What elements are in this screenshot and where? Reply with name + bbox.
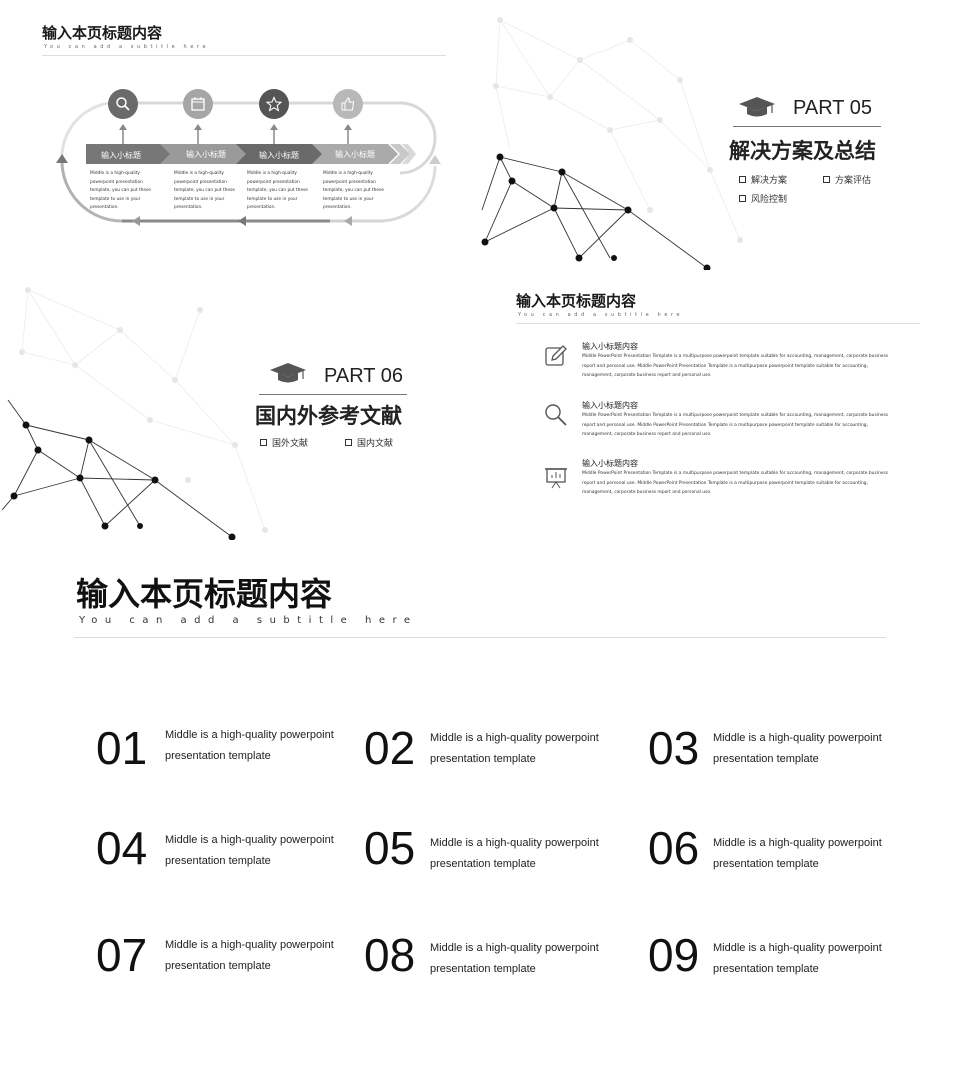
graduation-cap-icon (738, 96, 776, 122)
item-number: 05 (364, 822, 416, 874)
item-2-text: Middle PowerPoint Presentation Template … (582, 413, 889, 437)
item-text: Middle is a high-quality powerpoint pres… (165, 939, 334, 972)
search-icon (544, 403, 568, 431)
part-title: 解决方案及总结 (729, 139, 876, 163)
item-number: 08 (364, 929, 416, 981)
item-domestic-literature: 国内文献 (345, 436, 393, 449)
search-icon (108, 89, 138, 119)
slide-part-05: PART 05 解决方案及总结 解决方案 方案评估 风险控制 (480, 0, 960, 270)
part-number: PART 06 (324, 365, 403, 387)
checkbox-icon (345, 439, 352, 446)
item-text: Middle is a high-quality powerpoint pres… (430, 942, 599, 975)
step-4-text: Middle is a high-quality powerpoint pres… (323, 171, 384, 210)
checkbox-icon (823, 176, 830, 183)
title-divider (74, 637, 886, 638)
checkbox-icon (739, 176, 746, 183)
network-background (481, 17, 743, 270)
graduation-cap-icon (269, 362, 307, 388)
step-3-text: Middle is a high-quality powerpoint pres… (247, 171, 308, 210)
part-title: 国内外参考文献 (255, 404, 402, 428)
thumbs-up-icon (333, 89, 363, 119)
item-text: Middle is a high-quality powerpoint pres… (165, 729, 334, 762)
page-subtitle: You can add a subtitle here (518, 312, 684, 318)
calendar-icon (183, 89, 213, 119)
item-2-title: 输入小标题内容 (582, 401, 638, 410)
item-number: 06 (648, 822, 700, 874)
item-number: 01 (96, 722, 148, 774)
item-3-title: 输入小标题内容 (582, 459, 638, 468)
item-text: Middle is a high-quality powerpoint pres… (430, 732, 599, 765)
pencil-icon (544, 344, 568, 372)
star-icon (259, 89, 289, 119)
title-divider (516, 323, 920, 324)
item-1-title: 输入小标题内容 (582, 342, 638, 351)
checkbox-icon (260, 439, 267, 446)
item-number: 04 (96, 822, 148, 874)
item-number: 02 (364, 722, 416, 774)
step-2-label: 输入小标题 (186, 150, 226, 159)
item-text: Middle is a high-quality powerpoint pres… (430, 837, 599, 870)
page-title: 输入本页标题内容 (42, 24, 163, 42)
item-1-text: Middle PowerPoint Presentation Template … (582, 354, 889, 378)
item-number: 07 (96, 929, 148, 981)
part-number: PART 05 (793, 97, 872, 119)
step-4-label: 输入小标题 (335, 150, 375, 159)
slide-flow-process: 输入本页标题内容 You can add a subtitle here (0, 0, 480, 270)
part-divider (733, 126, 881, 127)
presentation-board-icon (544, 466, 568, 494)
item-risk-control: 风险控制 (739, 192, 787, 205)
slide-numbered-grid: 输入本页标题内容 You can add a subtitle here 01 … (0, 540, 960, 1084)
item-text: Middle is a high-quality powerpoint pres… (713, 837, 882, 870)
step-3-label: 输入小标题 (259, 151, 299, 160)
slide-part-06: PART 06 国内外参考文献 国外文献 国内文献 (0, 270, 480, 540)
item-evaluation: 方案评估 (823, 173, 871, 186)
part-divider (259, 394, 407, 395)
title-divider (42, 55, 446, 56)
item-text: Middle is a high-quality powerpoint pres… (165, 834, 334, 867)
step-2-text: Middle is a high-quality powerpoint pres… (174, 171, 235, 210)
item-number: 09 (648, 929, 700, 981)
item-text: Middle is a high-quality powerpoint pres… (713, 942, 882, 975)
step-1-text: Middle is a high-quality powerpoint pres… (90, 171, 151, 210)
flow-loop-graphic (56, 101, 441, 226)
page-subtitle: You can add a subtitle here (44, 44, 210, 50)
item-foreign-literature: 国外文献 (260, 436, 308, 449)
page-title: 输入本页标题内容 (516, 292, 637, 310)
page-subtitle: You can add a subtitle here (79, 615, 418, 626)
step-1-label: 输入小标题 (101, 151, 141, 160)
item-3-text: Middle PowerPoint Presentation Template … (582, 471, 889, 495)
checkbox-icon (739, 195, 746, 202)
item-solution: 解决方案 (739, 173, 787, 186)
item-number: 03 (648, 722, 700, 774)
network-background (1, 287, 268, 540)
slide-icon-list: 输入本页标题内容 You can add a subtitle here 输入小… (480, 270, 960, 540)
item-text: Middle is a high-quality powerpoint pres… (713, 732, 882, 765)
page-title: 输入本页标题内容 (76, 575, 333, 613)
